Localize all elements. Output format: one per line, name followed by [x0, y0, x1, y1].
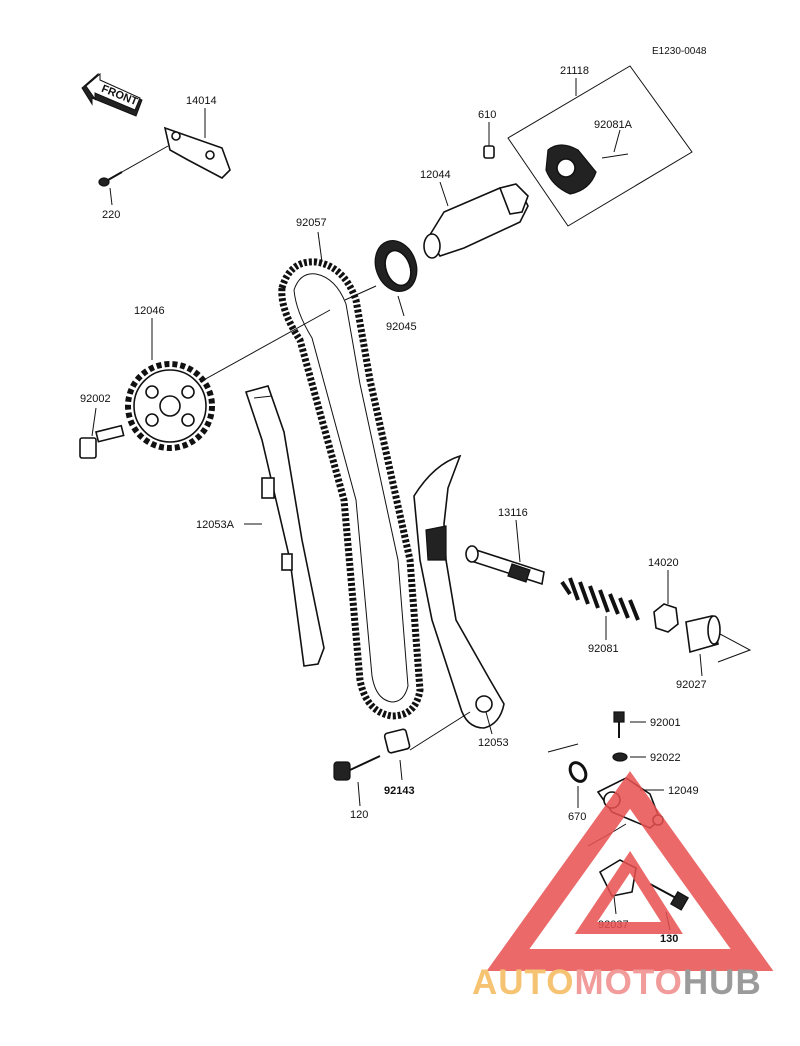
washer-92022	[612, 752, 646, 762]
chain-guide-front	[244, 385, 325, 667]
label-120: 120	[350, 809, 368, 821]
chain-tensioner-guide	[409, 454, 505, 751]
pivot-bolt	[333, 755, 381, 807]
label-14020: 14020	[648, 557, 679, 569]
label-670: 670	[568, 811, 586, 823]
logo-triangle-icon	[486, 771, 774, 971]
label-13116: 13116	[498, 507, 528, 519]
collar	[383, 728, 411, 781]
logo-inner-triangle-icon	[574, 851, 683, 934]
label-12049: 12049	[668, 785, 699, 797]
logo-text-hub: HUB	[683, 963, 762, 1002]
sensor-assembly-box	[507, 65, 693, 227]
diagram-code: E1230-0048	[652, 46, 707, 57]
tensioner-cap	[685, 615, 752, 677]
label-92143: 92143	[384, 785, 415, 797]
o-ring	[547, 743, 588, 808]
label-92081: 92081	[588, 643, 619, 655]
pin-610	[483, 122, 495, 159]
cam-chain	[278, 231, 424, 720]
label-21118: 21118	[560, 65, 589, 77]
front-arrow-icon: FRONT	[81, 72, 143, 117]
bracket-part	[163, 108, 231, 179]
cam-sprocket	[125, 318, 215, 451]
bearing	[374, 240, 418, 317]
label-12044: 12044	[420, 169, 451, 181]
label-130: 130	[660, 933, 678, 945]
bolt-220	[98, 145, 169, 206]
label-14014: 14014	[186, 95, 217, 107]
label-92045: 92045	[386, 321, 417, 333]
sprocket-bolt	[79, 407, 125, 459]
label-220: 220	[102, 209, 120, 221]
label-12046: 12046	[134, 305, 165, 317]
label-92027: 92027	[676, 679, 707, 691]
label-92022: 92022	[650, 752, 681, 764]
logo-text: AUTOMOTOHUB	[472, 963, 762, 1002]
tensioner-nut	[653, 570, 679, 633]
label-92002: 92002	[80, 393, 111, 405]
automotohub-logo: AUTOMOTOHUB	[472, 771, 774, 1002]
label-92057: 92057	[296, 217, 327, 229]
label-12053A: 12053A	[196, 519, 235, 531]
camshaft	[423, 181, 529, 259]
bolt-92001	[613, 711, 646, 738]
label-92081A: 92081A	[594, 119, 633, 131]
label-12053: 12053	[478, 737, 509, 749]
tensioner-spring	[560, 577, 640, 640]
logo-text-moto: MOTO	[575, 963, 683, 1002]
label-92001: 92001	[650, 717, 681, 729]
label-610: 610	[478, 109, 496, 121]
logo-text-auto: AUTO	[472, 963, 575, 1002]
push-rod	[465, 519, 545, 586]
